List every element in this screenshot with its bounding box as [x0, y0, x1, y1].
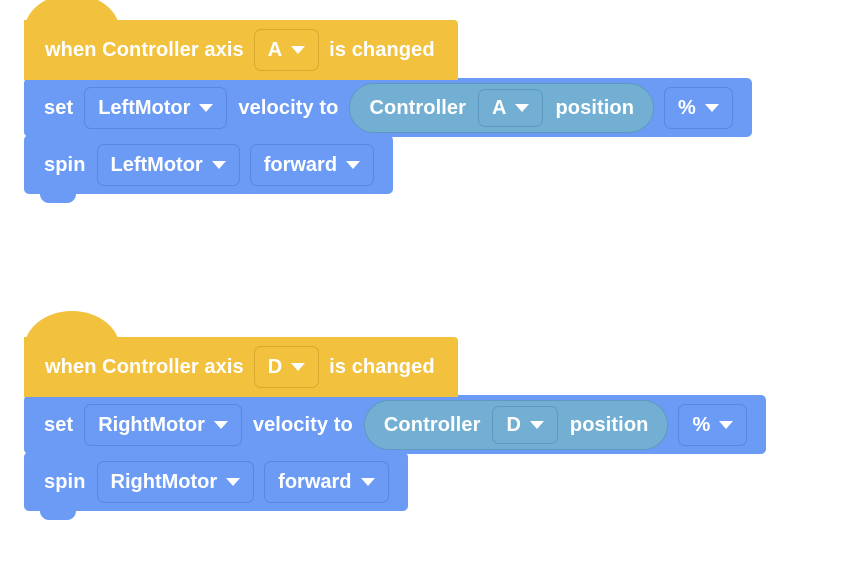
reporter-label-suffix: position: [569, 413, 649, 436]
chevron-down-icon: [211, 160, 226, 169]
block-label-suffix: is changed: [329, 356, 435, 378]
block-label-set: set: [44, 96, 74, 119]
block-bottom-tab: [40, 193, 76, 203]
chevron-down-icon: [213, 420, 228, 429]
hat-dome: [24, 311, 130, 351]
script-stack-1[interactable]: when Controller axis A is changed set Le…: [24, 0, 752, 203]
block-when-controller-axis-changed[interactable]: when Controller axis D is changed: [24, 311, 458, 397]
motor-dropdown[interactable]: LeftMotor: [84, 86, 228, 129]
direction-dropdown-value: forward: [278, 470, 352, 493]
unit-dropdown[interactable]: %: [664, 86, 733, 129]
chevron-down-icon: [704, 103, 719, 112]
chevron-down-icon: [291, 46, 306, 54]
axis-dropdown[interactable]: D: [253, 346, 320, 388]
reporter-controller-axis-position[interactable]: Controller D position: [363, 399, 669, 450]
chevron-down-icon: [199, 103, 214, 112]
motor-dropdown[interactable]: LeftMotor: [96, 143, 240, 186]
motor-dropdown-value: RightMotor: [110, 470, 218, 493]
block-spin-motor[interactable]: spin LeftMotor forward: [24, 135, 394, 203]
reporter-label-prefix: Controller: [383, 413, 481, 436]
script-stack-2[interactable]: when Controller axis D is changed set Ri…: [24, 311, 767, 520]
block-label-spin: spin: [44, 470, 86, 493]
direction-dropdown-value: forward: [263, 153, 338, 176]
axis-dropdown-value: A: [267, 39, 283, 61]
chevron-down-icon: [346, 160, 361, 169]
reporter-axis-value: A: [492, 96, 507, 119]
block-set-motor-velocity[interactable]: set RightMotor velocity to Controller D …: [24, 395, 767, 454]
unit-dropdown-value: %: [678, 96, 696, 119]
reporter-label-suffix: position: [555, 96, 635, 119]
reporter-label-prefix: Controller: [369, 96, 467, 119]
unit-dropdown-value: %: [692, 413, 711, 436]
reporter-axis-dropdown[interactable]: A: [478, 88, 544, 127]
chevron-down-icon: [529, 420, 544, 429]
reporter-axis-value: D: [506, 413, 521, 436]
motor-dropdown-value: RightMotor: [98, 413, 205, 436]
reporter-controller-axis-position[interactable]: Controller A position: [349, 82, 655, 133]
axis-dropdown-value: D: [267, 356, 283, 378]
motor-dropdown[interactable]: RightMotor: [96, 460, 255, 503]
motor-dropdown-value: LeftMotor: [110, 153, 203, 176]
block-when-controller-axis-changed[interactable]: when Controller axis A is changed: [24, 0, 458, 80]
direction-dropdown[interactable]: forward: [264, 460, 389, 503]
axis-dropdown[interactable]: A: [253, 29, 320, 71]
block-label-prefix: when Controller axis: [45, 39, 244, 61]
block-spin-motor[interactable]: spin RightMotor forward: [24, 452, 408, 520]
block-label-velocity-to: velocity to: [252, 413, 353, 436]
chevron-down-icon: [719, 420, 734, 429]
block-label-set: set: [44, 413, 74, 436]
motor-dropdown[interactable]: RightMotor: [84, 403, 242, 446]
block-set-motor-velocity[interactable]: set LeftMotor velocity to Controller A p…: [24, 78, 752, 137]
chevron-down-icon: [226, 477, 241, 486]
chevron-down-icon: [360, 477, 375, 486]
block-label-prefix: when Controller axis: [45, 356, 244, 378]
hat-dome: [24, 0, 130, 34]
block-bottom-tab: [40, 510, 76, 520]
direction-dropdown[interactable]: forward: [249, 143, 375, 186]
block-label-suffix: is changed: [329, 39, 435, 61]
chevron-down-icon: [291, 363, 306, 371]
block-label-spin: spin: [44, 153, 86, 176]
reporter-axis-dropdown[interactable]: D: [492, 405, 558, 444]
unit-dropdown[interactable]: %: [678, 403, 748, 446]
chevron-down-icon: [515, 103, 530, 112]
block-label-velocity-to: velocity to: [238, 96, 339, 119]
motor-dropdown-value: LeftMotor: [98, 96, 191, 119]
